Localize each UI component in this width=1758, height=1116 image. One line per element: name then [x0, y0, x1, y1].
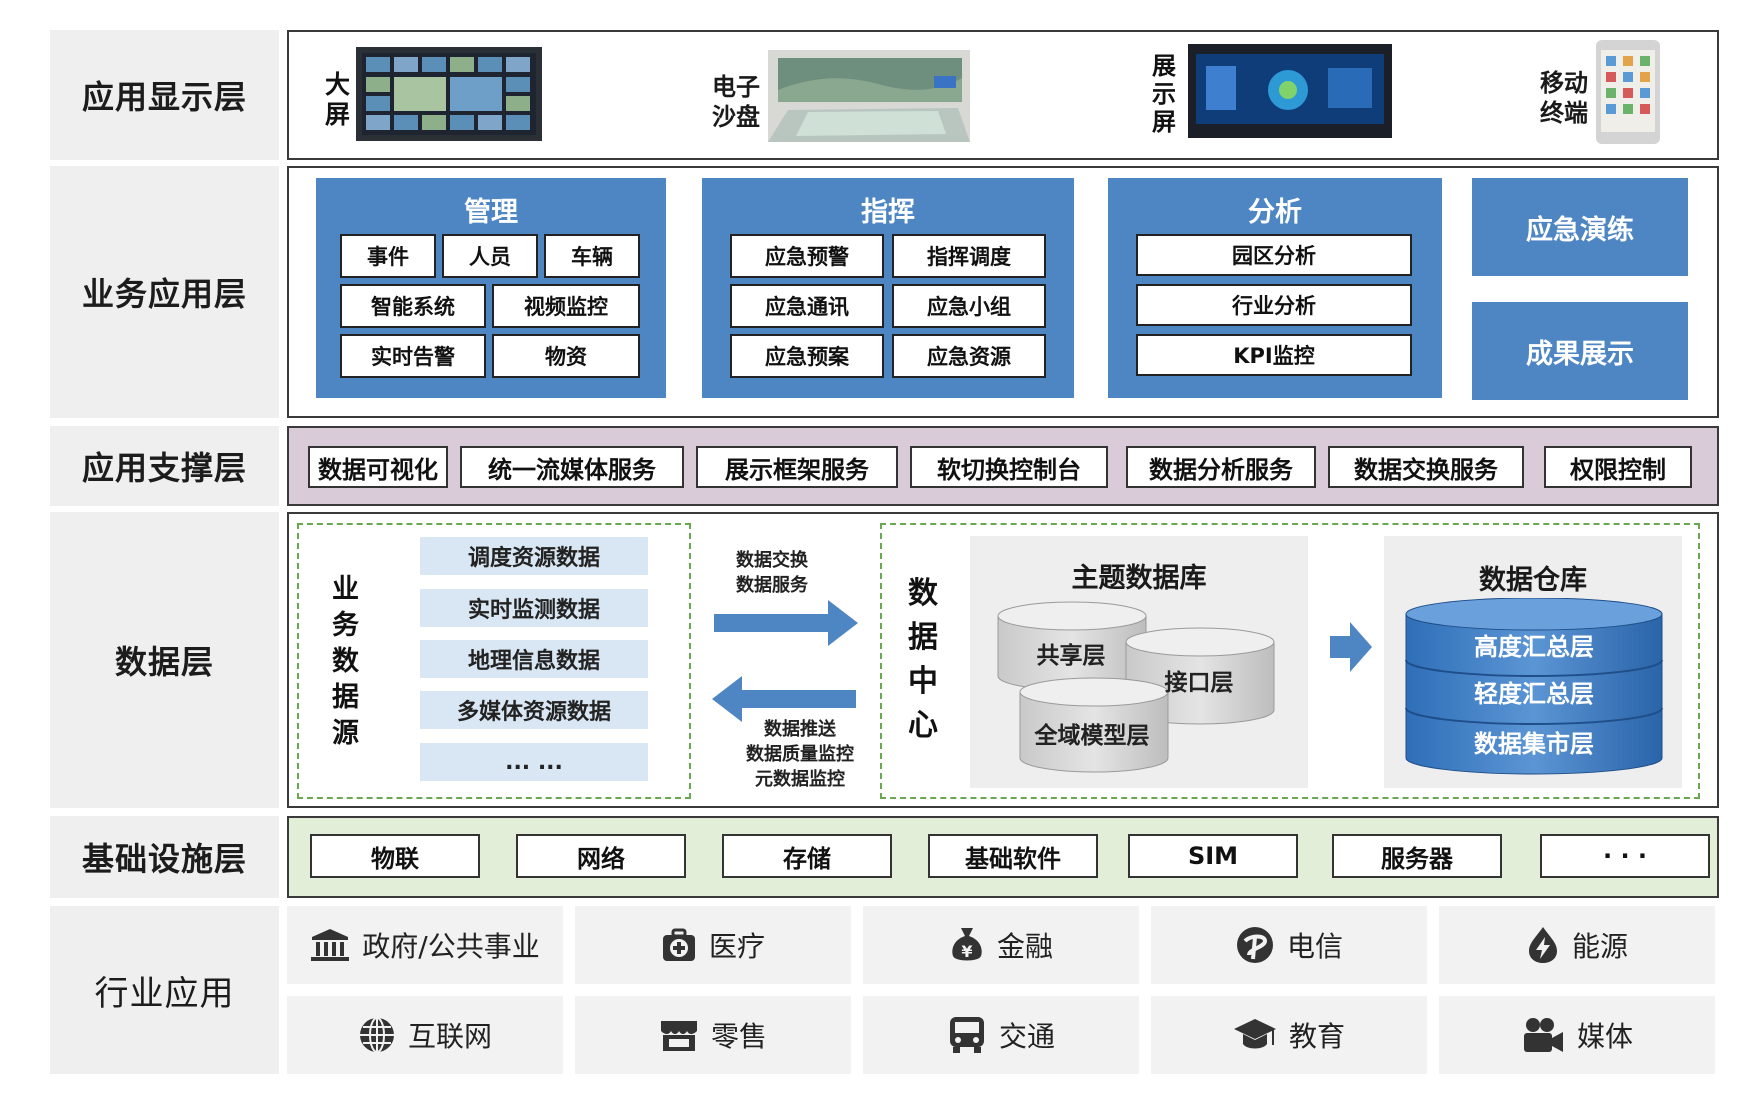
data-center-title: 数据中心 — [908, 576, 938, 743]
business-data-source-title: 业务数据源 — [332, 574, 359, 749]
industry-education: 教育 — [1151, 996, 1427, 1074]
finance-icon: ¥ — [952, 928, 982, 961]
mgmt-item-realtime-alarm: 实时告警 — [340, 334, 486, 378]
telecom-icon — [1236, 927, 1273, 963]
layer-label-industry: 行业应用 — [50, 906, 279, 1074]
industry-internet: 互联网 — [287, 996, 563, 1074]
show-screen-label: 展示屏 — [1152, 52, 1176, 136]
cmd-item-resources: 应急资源 — [892, 334, 1046, 378]
mobile-label: 移动终端 — [1540, 69, 1588, 127]
support-item-streaming: 统一流媒体服务 — [460, 446, 684, 488]
industry-retail: 零售 — [575, 996, 851, 1074]
globe-icon — [359, 1017, 394, 1053]
data-warehouse-title: 数据仓库 — [1479, 565, 1587, 596]
big-screen-label: 大屏 — [325, 70, 351, 129]
sand-table-image — [768, 50, 970, 142]
interface-layer-label: 接口层 — [1164, 670, 1234, 696]
mgmt-item-event: 事件 — [340, 234, 436, 278]
support-item-analysis: 数据分析服务 — [1126, 446, 1316, 488]
analysis-item-park: 园区分析 — [1136, 234, 1412, 276]
analysis-item-industry: 行业分析 — [1136, 284, 1412, 326]
warehouse-layer-mart: 数据集市层 — [1474, 730, 1594, 758]
business-data-source-box — [297, 523, 691, 799]
support-item-soft-switch: 软切换控制台 — [910, 446, 1108, 488]
warehouse-layer-light: 轻度汇总层 — [1474, 680, 1594, 708]
arrow-left-label: 数据推送数据质量监控元数据监控 — [746, 719, 854, 790]
theme-database-title: 主题数据库 — [1071, 563, 1207, 594]
industry-telecom: 电信 — [1151, 906, 1427, 984]
emergency-drill-box: 应急演练 — [1472, 178, 1688, 276]
industry-finance: ¥ 金融 — [863, 906, 1139, 984]
mgmt-item-video-monitor: 视频监控 — [492, 284, 640, 328]
infra-item-more: · · · — [1540, 834, 1710, 878]
source-item-monitoring: 实时监测数据 — [420, 589, 648, 627]
results-display-box: 成果展示 — [1472, 302, 1688, 400]
data-warehouse-stack — [1405, 598, 1663, 775]
arrow-to-warehouse-icon — [1330, 622, 1372, 672]
education-icon — [1233, 1019, 1276, 1049]
infra-item-server: 服务器 — [1332, 834, 1502, 878]
video-wall-image — [356, 47, 542, 141]
mgmt-item-intelligent-system: 智能系统 — [340, 284, 486, 328]
display-screen-image — [1188, 44, 1392, 138]
sand-table-label: 电子沙盘 — [712, 73, 760, 131]
warehouse-layer-high: 高度汇总层 — [1474, 633, 1594, 661]
source-item-more: ... ... — [420, 743, 648, 781]
arrow-right-label: 数据交换数据服务 — [736, 550, 808, 596]
source-item-multimedia: 多媒体资源数据 — [420, 691, 648, 729]
mgmt-item-materials: 物资 — [492, 334, 640, 378]
infra-item-base-software: 基础软件 — [928, 834, 1098, 878]
support-item-permission: 权限控制 — [1544, 446, 1692, 488]
industry-transport: 交通 — [863, 996, 1139, 1074]
cmd-item-early-warning: 应急预警 — [730, 234, 884, 278]
layer-label-business: 业务应用层 — [50, 166, 279, 418]
cmd-item-dispatch: 指挥调度 — [892, 234, 1046, 278]
infra-item-storage: 存储 — [722, 834, 892, 878]
industry-government: 政府/公共事业 — [287, 906, 563, 984]
infra-item-iot: 物联 — [310, 834, 480, 878]
energy-icon — [1528, 927, 1557, 963]
mobile-terminal-image — [1596, 40, 1660, 144]
layer-label-display: 应用显示层 — [50, 30, 279, 160]
analysis-title: 分析 — [1248, 197, 1302, 228]
global-model-layer-label: 全域模型层 — [1034, 723, 1150, 749]
medical-icon — [662, 928, 695, 961]
layer-label-support: 应用支撑层 — [50, 426, 279, 506]
mgmt-item-vehicle: 车辆 — [544, 234, 640, 278]
mgmt-item-personnel: 人员 — [442, 234, 538, 278]
theme-database-cylinders — [997, 601, 1275, 773]
arrow-right-icon — [714, 600, 858, 646]
data-center-box — [880, 523, 1700, 799]
industry-energy: 能源 — [1439, 906, 1715, 984]
media-icon — [1523, 1018, 1563, 1052]
arrow-left-icon — [712, 676, 856, 722]
support-item-exchange: 数据交换服务 — [1328, 446, 1524, 488]
infra-item-network: 网络 — [516, 834, 686, 878]
source-item-dispatch: 调度资源数据 — [420, 537, 648, 575]
support-item-framework: 展示框架服务 — [696, 446, 898, 488]
cmd-item-communication: 应急通讯 — [730, 284, 884, 328]
source-item-geo: 地理信息数据 — [420, 640, 648, 678]
command-title: 指挥 — [861, 197, 915, 228]
government-icon — [311, 929, 350, 961]
industry-media: 媒体 — [1439, 996, 1715, 1074]
svg-text:¥: ¥ — [961, 942, 972, 961]
support-item-visualization: 数据可视化 — [308, 446, 448, 488]
shared-layer-label: 共享层 — [1036, 643, 1106, 669]
management-title: 管理 — [464, 197, 518, 228]
cmd-item-team: 应急小组 — [892, 284, 1046, 328]
bus-icon — [949, 1017, 984, 1053]
cmd-item-plan: 应急预案 — [730, 334, 884, 378]
analysis-item-kpi: KPI监控 — [1136, 334, 1412, 376]
industry-medical: 医疗 — [575, 906, 851, 984]
layer-label-infra: 基础设施层 — [50, 816, 279, 898]
infra-item-sim: SIM — [1128, 834, 1298, 878]
layer-label-data: 数据层 — [50, 512, 279, 808]
store-icon — [660, 1021, 697, 1051]
